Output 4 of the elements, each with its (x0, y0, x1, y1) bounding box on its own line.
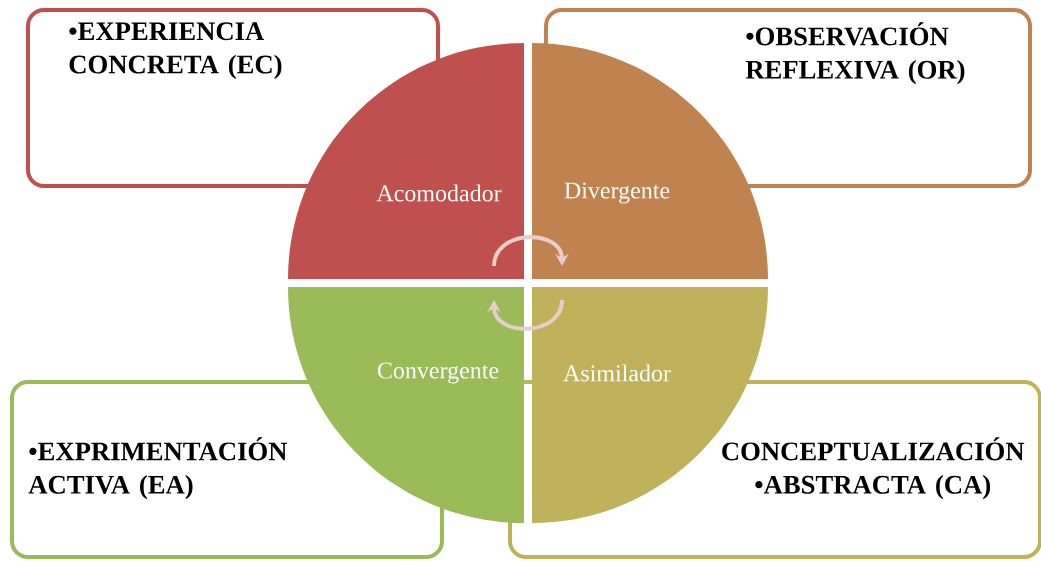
cycle-arrow (487, 299, 564, 331)
quadrant: Convergente (288, 287, 524, 523)
quadrant: Acomodador (288, 43, 524, 279)
cycle-arrow (492, 235, 569, 267)
